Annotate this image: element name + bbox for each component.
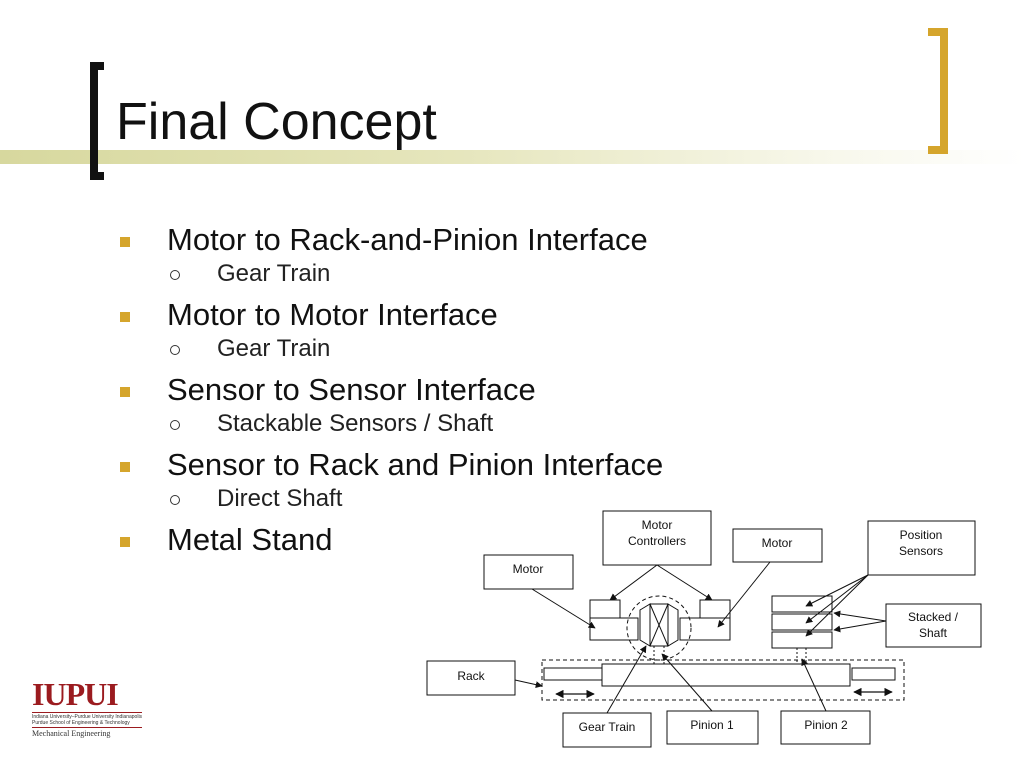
iupui-logo: IUPUI Indiana University–Purdue Universi…	[32, 678, 142, 738]
gear-hub-line	[649, 603, 669, 647]
svg-text:Motor: Motor	[513, 562, 544, 576]
label-gear-train: Gear Train	[562, 712, 652, 748]
bullet-text: Motor to Motor Interface	[167, 297, 498, 332]
svg-text:Pinion 1: Pinion 1	[690, 718, 734, 732]
logo-name: IUPUI	[32, 676, 119, 712]
slide-title: Final Concept	[116, 93, 437, 151]
arrow-stacked-1	[833, 610, 887, 622]
label-motor-right: Motor	[732, 528, 823, 563]
sub-bullet-text: Stackable Sensors / Shaft	[217, 410, 494, 437]
title-stripe	[0, 150, 1024, 164]
sub-bullet-text: Direct Shaft	[217, 485, 343, 512]
arrow-controller-right	[656, 564, 713, 601]
svg-text:Rack: Rack	[457, 669, 485, 683]
arrow-sensors-3	[805, 574, 869, 637]
logo-department-line: Mechanical Engineering	[32, 727, 142, 738]
arrow-sensors-2	[805, 574, 869, 624]
svg-text:Position: Position	[900, 528, 943, 542]
bullet-text: Sensor to Sensor Interface	[167, 372, 536, 407]
svg-text:Motor: Motor	[642, 518, 673, 532]
svg-text:Pinion 2: Pinion 2	[804, 718, 848, 732]
diagram-arrows	[514, 561, 887, 714]
square-bullet-icon	[120, 537, 130, 547]
rack-end-left	[543, 667, 603, 681]
arrow-stacked-2	[833, 620, 887, 633]
logo-university-line: Indiana University–Purdue University Ind…	[32, 712, 143, 720]
arrow-controller-left	[609, 564, 658, 601]
label-pinion-2: Pinion 2	[780, 710, 871, 745]
label-pinion-1: Pinion 1	[666, 710, 759, 745]
square-bullet-icon	[120, 462, 130, 472]
svg-text:Sensors: Sensors	[899, 544, 943, 558]
square-bullet-icon	[120, 387, 130, 397]
circle-bullet-icon	[170, 420, 180, 430]
sensor-3	[771, 631, 833, 649]
arrow-sensors-1	[805, 574, 869, 607]
left-bracket-decoration	[90, 62, 104, 180]
arrow-motor-right	[717, 561, 771, 628]
bevel-gear-right	[667, 603, 679, 647]
circle-bullet-icon	[170, 270, 180, 280]
motor-left-top	[589, 599, 621, 619]
bevel-gear-left	[639, 603, 651, 647]
arrow-motor-left	[531, 588, 596, 629]
arrow-gear-train	[606, 645, 647, 714]
rack-enclosure	[541, 659, 905, 701]
motor-left-body	[589, 617, 639, 641]
right-bracket-decoration	[928, 28, 948, 154]
logo-school-line: Purdue School of Engineering & Technolog…	[32, 720, 130, 726]
sub-bullet-text: Gear Train	[217, 335, 331, 362]
arrow-pinion-1	[661, 653, 713, 712]
label-stacked-shaft: Stacked / Shaft	[885, 603, 982, 648]
bullet-text: Sensor to Rack and Pinion Interface	[167, 447, 664, 482]
arrow-pinion-2	[801, 658, 827, 712]
svg-text:Controllers: Controllers	[628, 534, 686, 548]
rack-end-right	[851, 667, 896, 681]
bullet-text: Motor to Rack-and-Pinion Interface	[167, 222, 648, 257]
circle-bullet-icon	[170, 495, 180, 505]
label-rack: Rack	[426, 660, 516, 696]
square-bullet-icon	[120, 237, 130, 247]
svg-text:Stacked /: Stacked /	[908, 610, 959, 624]
sensor-2	[771, 613, 833, 631]
sub-bullet-text: Gear Train	[217, 260, 331, 287]
square-bullet-icon	[120, 312, 130, 322]
label-motor-left: Motor	[483, 554, 574, 590]
label-motor-controllers: Motor Controllers	[602, 510, 712, 566]
label-position-sensors: Position Sensors	[867, 520, 976, 576]
svg-text:Motor: Motor	[762, 536, 793, 550]
arrow-rack	[514, 679, 543, 689]
motor-right-top	[699, 599, 731, 619]
svg-text:Shaft: Shaft	[919, 626, 948, 640]
motor-right-body	[679, 617, 731, 641]
svg-text:Gear Train: Gear Train	[579, 720, 636, 734]
gear-train-circle	[626, 595, 692, 661]
bullet-text: Metal Stand	[167, 522, 333, 557]
circle-bullet-icon	[170, 345, 180, 355]
